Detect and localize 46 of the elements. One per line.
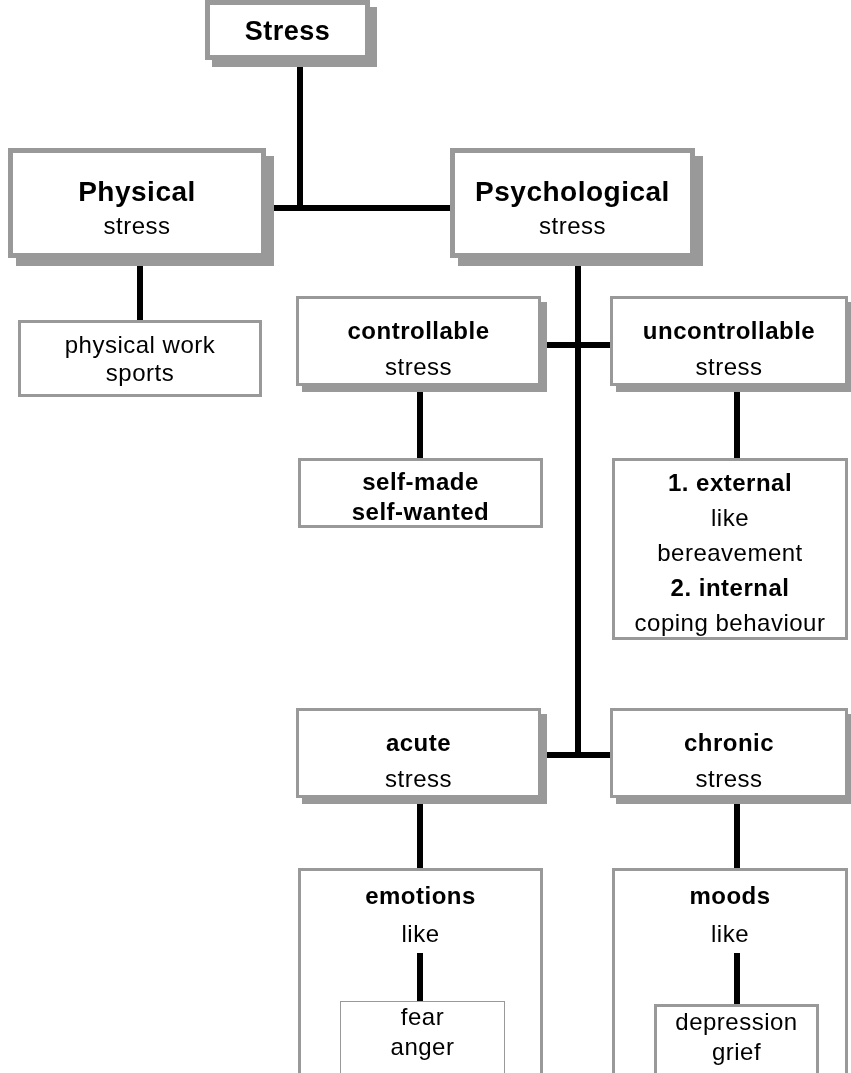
category-box [340,1001,505,1073]
category-box [298,458,543,528]
box-heading: Psychological [475,175,670,209]
connector-line [734,953,740,1004]
box-text: bereavement [657,538,803,568]
connector-line [417,392,423,458]
connector-line [417,804,423,868]
box-heading: depression [675,1007,798,1037]
box-text: sports [105,359,175,387]
connector-line [297,67,450,211]
category-box [612,868,848,1073]
box-heading: controllable [347,316,490,346]
box-heading: emotions [365,881,476,911]
box-text: stress [103,211,171,241]
connector-line [734,804,740,868]
box-heading: Physical [78,175,196,209]
connector-line [734,392,740,458]
box-heading: moods [689,881,771,911]
box-text: stress [695,352,763,382]
box-heading: 1. external [667,468,793,498]
category-box [654,1004,819,1073]
connector-line [137,266,143,320]
category-box [18,320,262,397]
connector-line [575,266,610,758]
node-label: like [615,915,845,953]
box-text: anger [390,1032,455,1062]
box-text: stress [385,352,452,382]
box-heading: physical work [64,331,216,359]
box-text: self-wanted [351,497,490,527]
node-label: like [301,915,540,953]
box-heading: acute [385,728,452,758]
box-text: stress [539,211,606,241]
box-heading: Stress [244,17,331,45]
box-text: stress [385,764,452,794]
box-heading: self-made [362,467,479,497]
category-box [612,458,848,640]
box-text: like [711,503,749,533]
box-text: stress [695,764,763,794]
box-heading: chronic [683,728,775,758]
box-heading: uncontrollable [642,316,816,346]
connector-line [417,953,423,1001]
box-text: 2. internal [670,573,790,603]
category-box [298,868,543,1073]
box-heading: fear [400,1002,445,1032]
box-text: grief [711,1037,762,1067]
box-text: coping behaviour [634,608,826,638]
